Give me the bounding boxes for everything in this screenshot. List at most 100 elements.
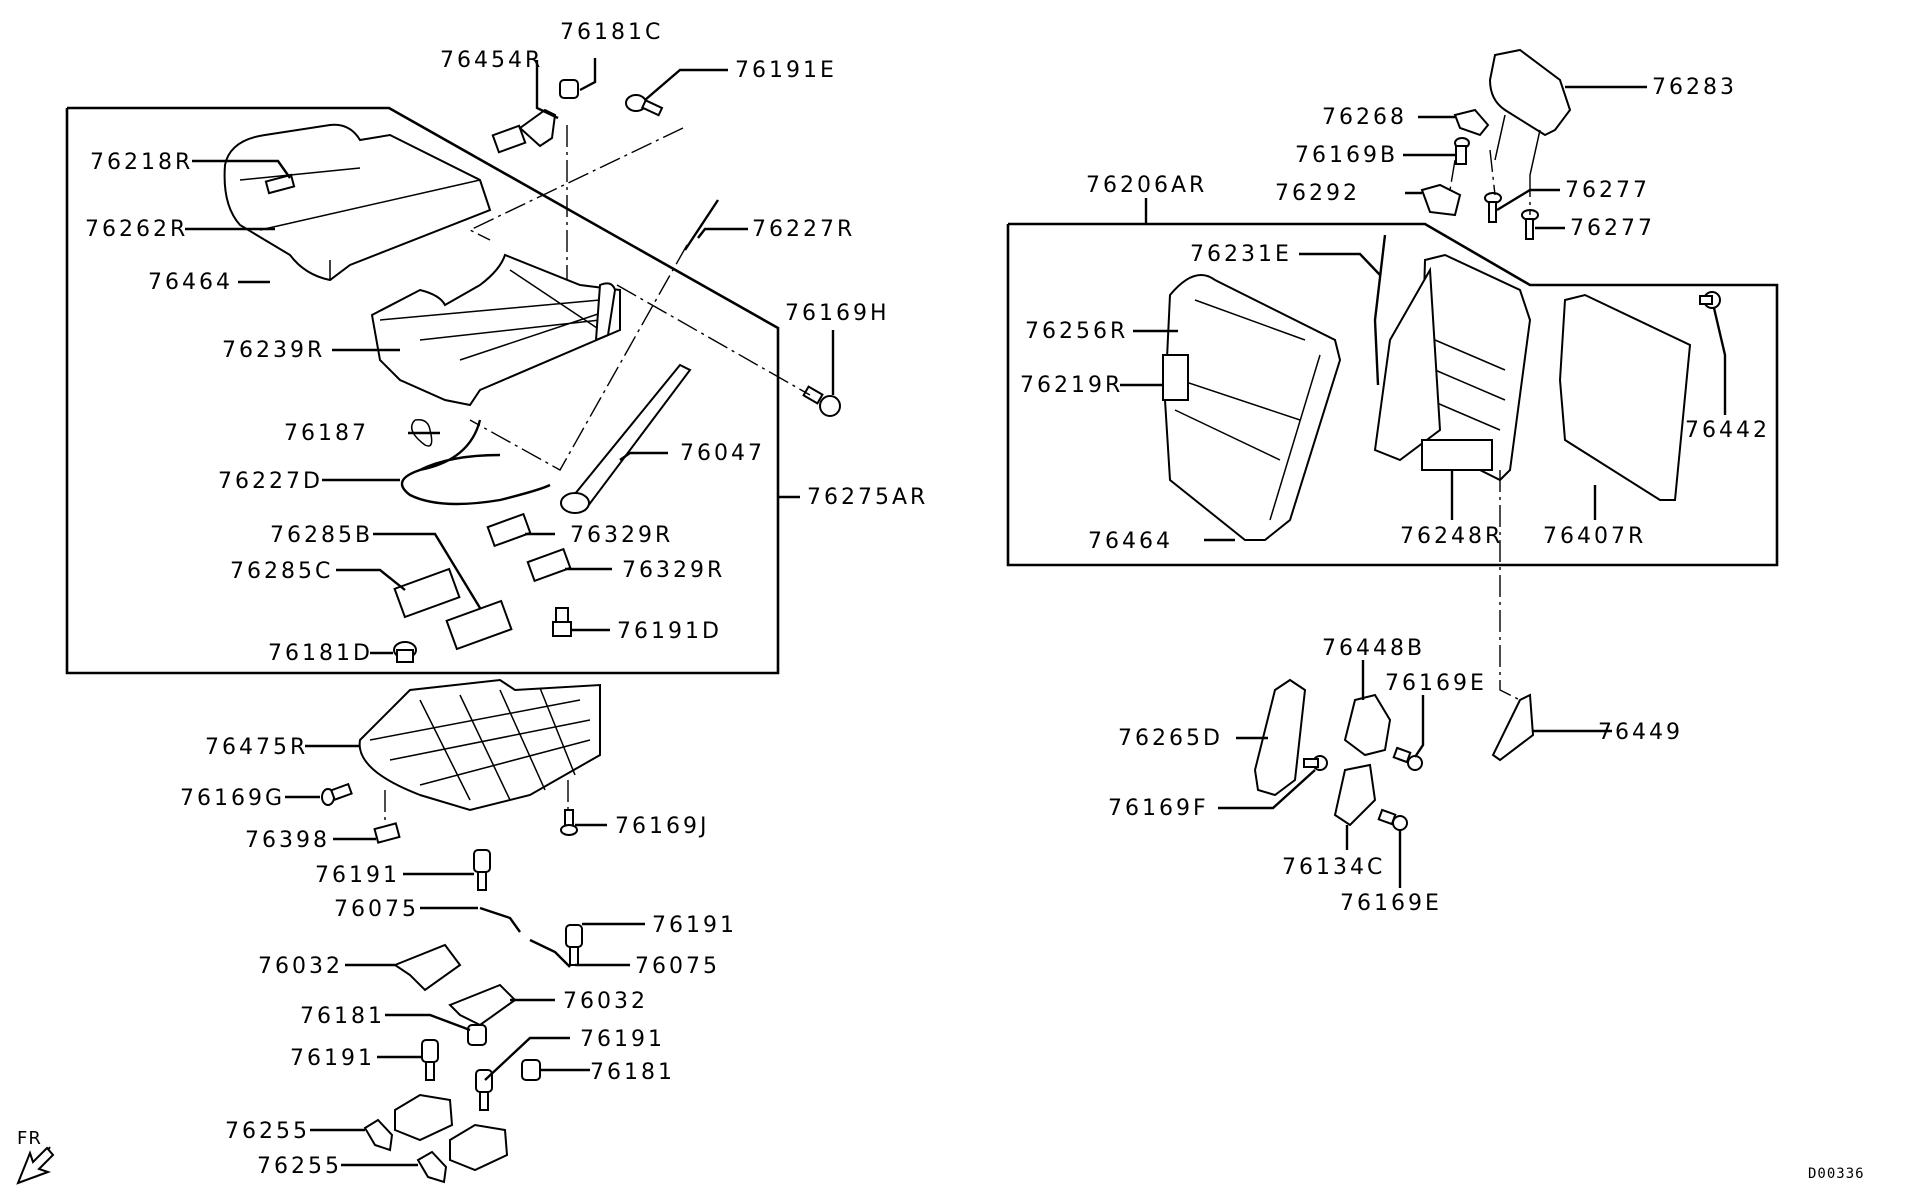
label-76075-b: 76075 bbox=[635, 954, 720, 979]
guide-76277-a bbox=[1484, 192, 1502, 223]
label-76169J: 76169J bbox=[615, 814, 710, 839]
label-76255-b: 76255 bbox=[257, 1154, 342, 1179]
front-direction-arrow-icon bbox=[16, 1146, 55, 1185]
bolt-76191-c bbox=[421, 1039, 439, 1081]
label-76277-b: 76277 bbox=[1570, 216, 1655, 241]
hinge-cover-76265D bbox=[1253, 678, 1307, 797]
label-76206AR: 76206AR bbox=[1086, 173, 1208, 198]
label-76442: 76442 bbox=[1685, 418, 1770, 443]
dash-lines-left bbox=[384, 125, 811, 820]
label-76218R: 76218R bbox=[90, 150, 194, 175]
label-76285B: 76285B bbox=[270, 523, 374, 548]
guide-76292 bbox=[1420, 183, 1462, 217]
seat-lower-frame bbox=[358, 678, 601, 812]
foot-plate-b bbox=[449, 1123, 509, 1172]
label-76407R: 76407R bbox=[1543, 524, 1647, 549]
bolt-76169G bbox=[321, 782, 353, 806]
label-76047: 76047 bbox=[680, 441, 765, 466]
link-76075-b bbox=[529, 938, 571, 968]
label-76475R: 76475R bbox=[205, 735, 309, 760]
label-76329R-a: 76329R bbox=[570, 523, 674, 548]
seat-back-assembly-box bbox=[1006, 222, 1779, 567]
label-76191-d: 76191 bbox=[580, 1027, 665, 1052]
label-76187: 76187 bbox=[284, 421, 369, 446]
label-76262R: 76262R bbox=[85, 217, 189, 242]
label-76191-a: 76191 bbox=[315, 863, 400, 888]
guide-76268 bbox=[1453, 108, 1490, 137]
riser-76285C bbox=[393, 567, 461, 619]
label-76275AR: 76275AR bbox=[807, 485, 929, 510]
label-76032-b: 76032 bbox=[563, 989, 648, 1014]
cover-76449 bbox=[1491, 693, 1535, 762]
bolt-76191-b bbox=[565, 924, 583, 966]
label-76231E: 76231E bbox=[1190, 242, 1292, 267]
headrest bbox=[1488, 48, 1572, 176]
label-76169G: 76169G bbox=[180, 786, 286, 811]
bolt-76191-a bbox=[473, 849, 491, 891]
back-board-76407R bbox=[1558, 293, 1692, 501]
foot-plate-a bbox=[394, 1093, 454, 1142]
label-76227R: 76227R bbox=[752, 217, 856, 242]
label-76181C: 76181C bbox=[560, 20, 664, 45]
label-76454R: 76454R bbox=[440, 48, 544, 73]
bolt-76191D bbox=[552, 607, 572, 637]
label-76181D: 76181D bbox=[268, 641, 373, 666]
cable-76231E bbox=[1373, 234, 1387, 386]
label-76329R-b: 76329R bbox=[622, 558, 726, 583]
bracket-76032-a bbox=[392, 943, 462, 992]
label-76032-a: 76032 bbox=[258, 954, 343, 979]
label-76169E-a: 76169E bbox=[1385, 671, 1487, 696]
screw-76169B bbox=[1454, 137, 1470, 165]
label-76268: 76268 bbox=[1322, 105, 1407, 130]
label-76283: 76283 bbox=[1652, 75, 1737, 100]
clip-76398 bbox=[373, 822, 401, 844]
riser-76285B bbox=[445, 599, 513, 651]
label-76169H: 76169H bbox=[785, 301, 890, 326]
label-76285C: 76285C bbox=[230, 559, 334, 584]
label-76265D: 76265D bbox=[1118, 726, 1223, 751]
label-76448B: 76448B bbox=[1322, 636, 1426, 661]
label-76464-back: 76464 bbox=[1088, 529, 1173, 554]
bolt-76169F bbox=[1303, 755, 1328, 771]
gas-strut bbox=[560, 363, 692, 514]
link-76075-a bbox=[479, 906, 521, 933]
label-76255-a: 76255 bbox=[225, 1119, 310, 1144]
label-76181-b: 76181 bbox=[590, 1060, 675, 1085]
seat-back-pad bbox=[1162, 274, 1342, 541]
label-76464-cushion: 76464 bbox=[148, 270, 233, 295]
label-76191-c: 76191 bbox=[290, 1046, 375, 1071]
nut-76181-b bbox=[521, 1059, 541, 1081]
label-76191-b: 76191 bbox=[652, 913, 737, 938]
label-76181-a: 76181 bbox=[300, 1004, 385, 1029]
bolt-76191-d bbox=[475, 1069, 493, 1111]
label-76134C: 76134C bbox=[1282, 855, 1386, 880]
seat-cushion-pad bbox=[223, 123, 492, 282]
nut-76181-a bbox=[467, 1024, 487, 1046]
seat-cushion-assembly-box bbox=[65, 106, 780, 675]
label-76191E: 76191E bbox=[735, 58, 837, 83]
label-76398: 76398 bbox=[245, 828, 330, 853]
cable-tie-76187 bbox=[410, 418, 433, 447]
label-76292: 76292 bbox=[1275, 181, 1360, 206]
label-76248R: 76248R bbox=[1400, 524, 1504, 549]
cap-76255-a bbox=[363, 1118, 394, 1152]
label-76449: 76449 bbox=[1598, 720, 1683, 745]
cap-76255-b bbox=[416, 1150, 448, 1184]
label-76075-a: 76075 bbox=[334, 897, 419, 922]
bracket-76032-b bbox=[448, 983, 517, 1027]
rod-76227R bbox=[683, 199, 720, 251]
bolt-76191E bbox=[625, 94, 664, 117]
label-76169B: 76169B bbox=[1295, 143, 1399, 168]
label-76256R: 76256R bbox=[1025, 319, 1129, 344]
bolt-76169E-b bbox=[1377, 808, 1408, 831]
label-76227D: 76227D bbox=[218, 469, 323, 494]
hinge-76329R-a bbox=[486, 512, 532, 548]
front-direction-label: FR bbox=[17, 1128, 42, 1149]
seat-frame bbox=[370, 253, 621, 407]
diagram-code: D00336 bbox=[1808, 1166, 1865, 1182]
bolt-76169E-a bbox=[1392, 746, 1423, 771]
label-76277-a: 76277 bbox=[1565, 178, 1650, 203]
cable-76227D bbox=[400, 419, 551, 506]
nut-76181D bbox=[393, 641, 417, 663]
